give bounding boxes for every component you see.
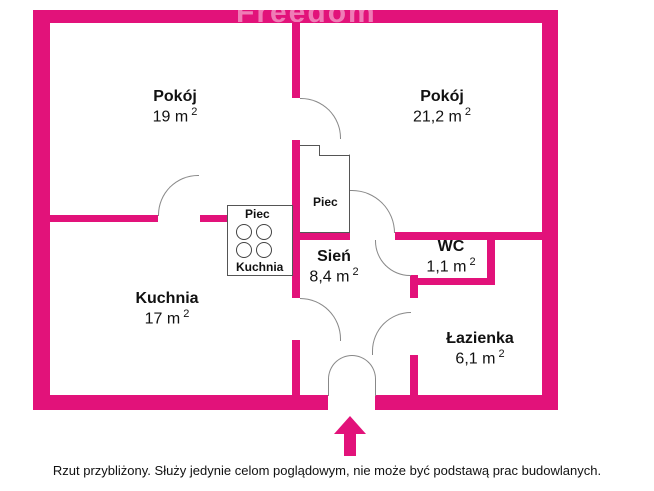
arrow-up-icon	[334, 416, 366, 456]
watermark-logo: Freedom	[236, 0, 377, 29]
stove-box: Piec Kuchnia	[227, 205, 293, 276]
wall-bottom-left	[33, 395, 328, 410]
oven-outline	[319, 145, 320, 155]
wall-middle-upper	[292, 22, 300, 98]
wall-hall-top	[300, 233, 350, 240]
oven-outline	[319, 155, 349, 156]
wall-left	[33, 10, 50, 410]
wall-middle-lower	[292, 140, 300, 298]
burner-icon	[256, 242, 272, 258]
entrance-door	[328, 355, 376, 396]
wall-top	[33, 10, 558, 23]
wall-right-room	[395, 232, 543, 240]
oven-box	[300, 145, 350, 233]
burner-icon	[256, 224, 272, 240]
disclaimer: Rzut przybliżony. Służy jedynie celom po…	[52, 463, 602, 478]
stove-label: Piec	[245, 207, 270, 221]
door	[158, 175, 199, 216]
wall-wc-bottom	[410, 278, 495, 285]
oven-outline	[300, 145, 320, 146]
wall-bottom-right	[375, 395, 558, 410]
wall-bath-left-bottom	[410, 355, 418, 396]
wall-wc-right	[487, 240, 495, 285]
burner-icon	[236, 242, 252, 258]
kitchen-stove-label: Kuchnia	[236, 260, 284, 274]
door	[300, 98, 341, 139]
door	[300, 298, 341, 341]
wall-kitchen-b	[200, 215, 228, 222]
burner-icon	[236, 224, 252, 240]
wall-right	[542, 10, 558, 410]
door	[350, 190, 395, 233]
wall-bath-left-top	[410, 275, 418, 298]
door	[372, 312, 411, 355]
wall-kitchen-a	[50, 215, 158, 222]
wall-middle-bottom	[292, 340, 300, 396]
oven-label: Piec	[313, 195, 338, 209]
